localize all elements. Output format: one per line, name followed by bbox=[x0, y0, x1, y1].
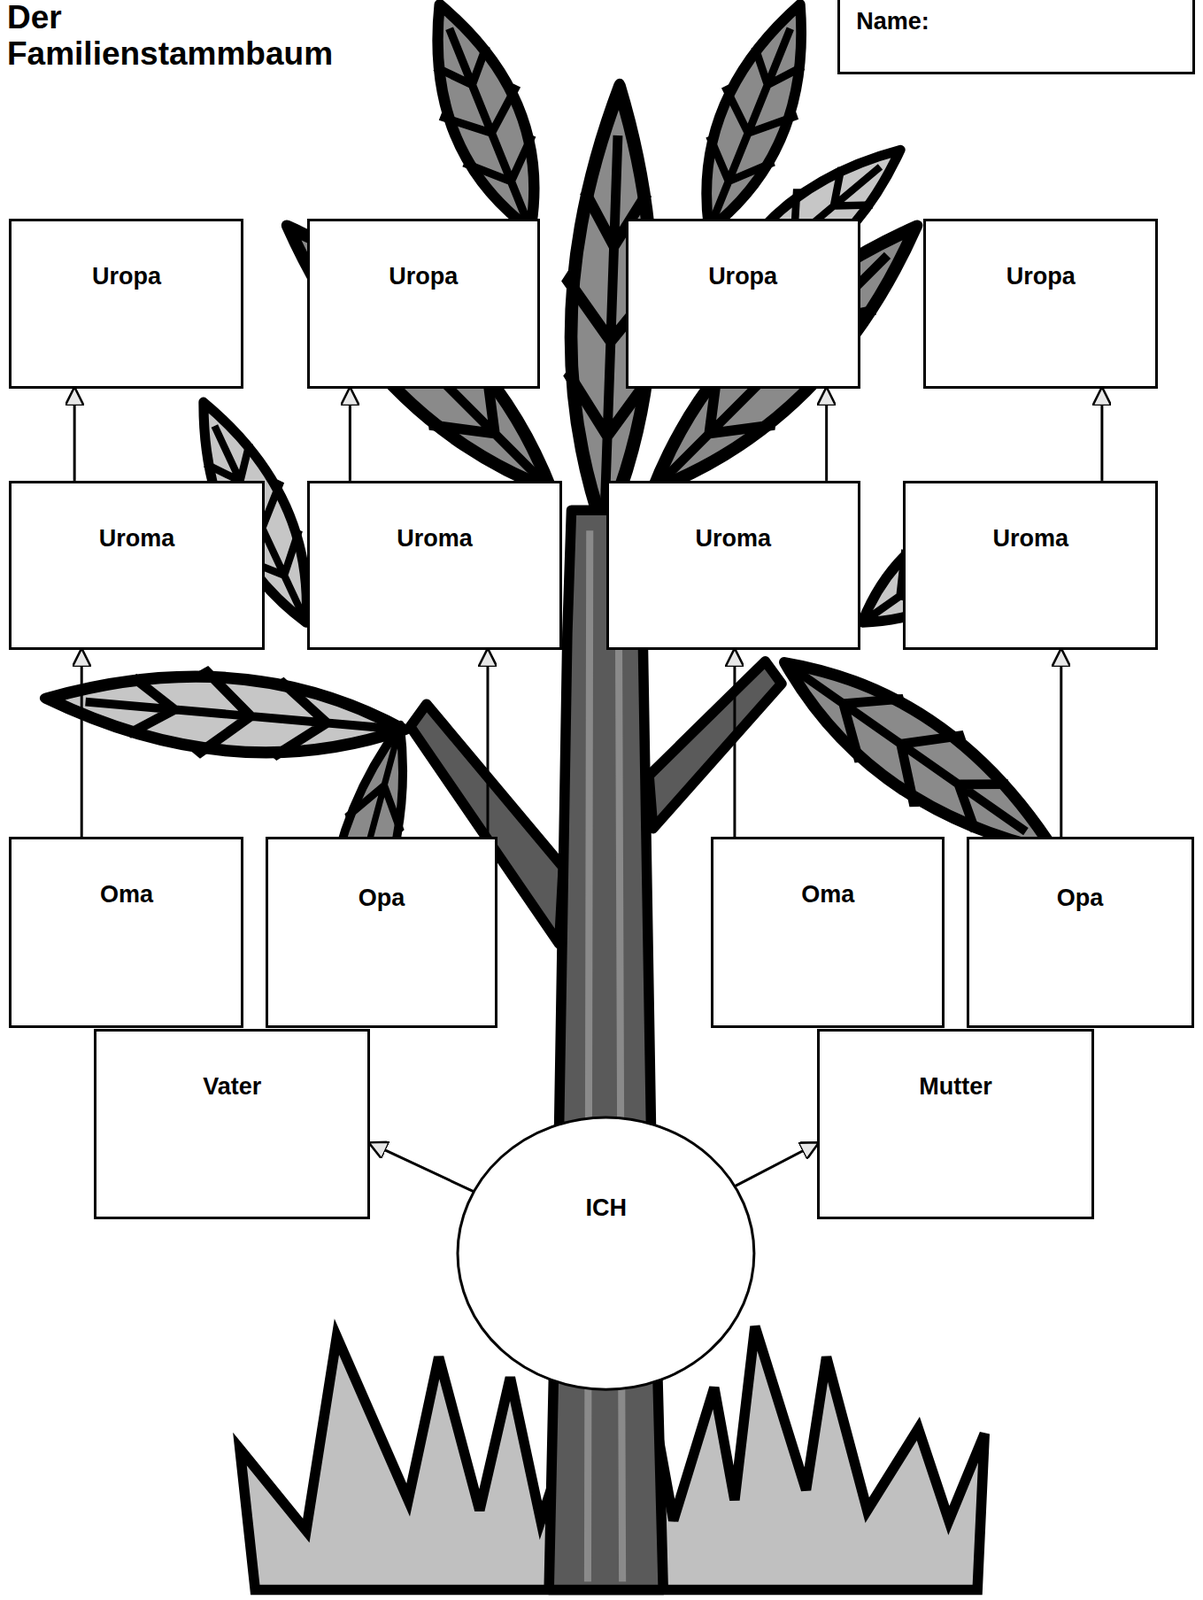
page-title: Der Familienstammbaum bbox=[7, 0, 371, 72]
label-row: Uropa bbox=[309, 262, 538, 291]
ancestor-box: Uroma bbox=[902, 480, 1158, 650]
box-label: Opa bbox=[1056, 883, 1104, 912]
ancestor-box: Uropa bbox=[923, 218, 1158, 389]
ancestor-box: Uroma bbox=[307, 480, 563, 650]
box-label: Oma bbox=[801, 879, 855, 909]
label-row: Opa bbox=[969, 883, 1192, 912]
box-label: Uropa bbox=[1006, 262, 1076, 291]
box-label: Uroma bbox=[694, 524, 772, 553]
ancestor-box: Vater bbox=[93, 1028, 371, 1220]
label-row: Mutter bbox=[819, 1071, 1091, 1101]
label-row: Uroma bbox=[905, 524, 1156, 553]
ancestor-box: Opa bbox=[966, 836, 1195, 1028]
name-box: Name: bbox=[837, 0, 1195, 75]
trunk bbox=[548, 509, 664, 1589]
arrow-connector bbox=[73, 388, 77, 481]
label-row: Uroma bbox=[11, 524, 262, 553]
arrow-connector bbox=[485, 649, 489, 837]
box-label: Mutter bbox=[918, 1071, 993, 1101]
ancestor-box: Uropa bbox=[625, 218, 861, 389]
ancestor-box: Uropa bbox=[8, 218, 244, 389]
label-row: Uroma bbox=[609, 524, 858, 553]
box-label: Uroma bbox=[396, 524, 473, 553]
ancestor-box: Uroma bbox=[606, 480, 861, 650]
label-row: Uropa bbox=[628, 262, 858, 291]
ancestor-box: Uroma bbox=[8, 480, 264, 650]
ancestor-box: Opa bbox=[265, 836, 499, 1028]
label-row: Oma bbox=[11, 879, 241, 909]
box-label: Uropa bbox=[388, 262, 458, 291]
arrow-connector bbox=[1059, 649, 1063, 837]
arrow-connector bbox=[370, 1142, 474, 1192]
arrow-connector bbox=[348, 388, 352, 481]
arrow-connector bbox=[825, 388, 828, 481]
arrow-connector bbox=[732, 649, 736, 837]
ancestor-box: Oma bbox=[710, 836, 945, 1028]
label-row: Oma bbox=[713, 879, 942, 909]
circle-shape bbox=[457, 1117, 755, 1389]
arrow-connector bbox=[1100, 388, 1103, 481]
box-label: Opa bbox=[358, 883, 406, 912]
ancestor-box: Oma bbox=[8, 836, 244, 1028]
label-row: Opa bbox=[268, 883, 496, 912]
ancestor-box: Mutter bbox=[817, 1028, 1094, 1220]
circle-outline bbox=[455, 1115, 756, 1391]
arrow-connector bbox=[734, 1142, 818, 1186]
box-label: Uropa bbox=[92, 262, 162, 291]
box-label: Uroma bbox=[99, 524, 176, 553]
self-circle: ICH bbox=[455, 1115, 756, 1391]
label-row: Name: bbox=[855, 7, 1192, 36]
box-label: Uroma bbox=[992, 524, 1069, 553]
ancestor-box: Uropa bbox=[307, 218, 540, 389]
box-label: ICH bbox=[585, 1193, 627, 1222]
label-row: Vater bbox=[96, 1071, 368, 1101]
arrow-connector bbox=[80, 649, 84, 837]
box-label: Oma bbox=[100, 879, 154, 909]
label-row: Uropa bbox=[925, 262, 1156, 291]
box-label: Uropa bbox=[708, 262, 778, 291]
label-row: Uropa bbox=[11, 262, 241, 291]
box-label: Name: bbox=[855, 7, 930, 36]
label-row: Uroma bbox=[309, 524, 560, 553]
box-label: Vater bbox=[202, 1071, 262, 1101]
